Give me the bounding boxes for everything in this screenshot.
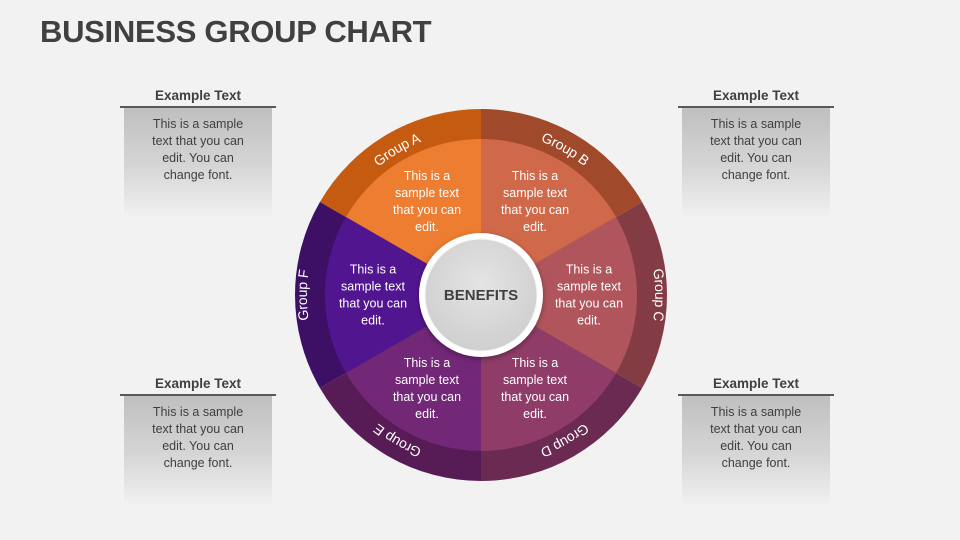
example-box-heading: Example Text [120,86,276,108]
group-a-text-line: edit. [415,220,439,234]
example-box-line: This is a sample [710,405,802,419]
group-c-text-line: edit. [577,314,601,328]
example-box-top-right: Example Text This is a sample text that … [678,86,834,216]
example-box-line: text that you can [710,134,802,148]
example-box-heading: Example Text [120,374,276,396]
group-b-text-line: sample text [503,186,567,200]
example-box-line: This is a sample [152,405,244,419]
example-box-line: edit. You can [162,439,234,453]
group-a-text-line: that you can [393,203,461,217]
example-box-heading: Example Text [678,374,834,396]
group-c-text-line: sample text [557,280,621,294]
group-a-text-line: This is a [404,169,451,183]
example-box-line: text that you can [152,134,244,148]
example-box-body: This is a sample text that you can edit.… [124,396,272,504]
group-f-text-line: This is a [350,263,397,277]
group-d-text-line: This is a [512,356,559,370]
example-box-body: This is a sample text that you can edit.… [682,108,830,216]
group-d-text-line: sample text [503,373,567,387]
group-d-text-line: that you can [501,390,569,404]
example-box-bottom-left: Example Text This is a sample text that … [120,374,276,504]
group-e-text-line: edit. [415,407,439,421]
hub-circle [424,238,538,352]
group-f-inner-segment [325,217,481,373]
group-a-text-line: sample text [395,186,459,200]
group-c-text-line: This is a [566,263,613,277]
group-c-label: Group C [650,268,668,323]
group-b-text-line: that you can [501,203,569,217]
group-f-text-line: edit. [361,314,385,328]
group-c-text-line: that you can [555,297,623,311]
example-box-line: text that you can [152,422,244,436]
example-box-line: change font. [721,456,791,470]
example-box-body: This is a sample text that you can edit.… [124,108,272,216]
example-box-line: edit. You can [720,151,792,165]
example-box-line: change font. [163,456,233,470]
group-f-text-line: that you can [339,297,407,311]
example-box-bottom-right: Example Text This is a sample text that … [678,374,834,504]
example-box-line: edit. You can [720,439,792,453]
example-box-line: edit. You can [162,151,234,165]
group-c-inner-segment [481,217,637,373]
group-e-text-line: This is a [404,356,451,370]
example-box-line: change font. [163,168,233,182]
example-box-line: change font. [721,168,791,182]
group-e-text-line: sample text [395,373,459,387]
example-box-top-left: Example Text This is a sample text that … [120,86,276,216]
group-d-text-line: edit. [523,407,547,421]
hub-label: BENEFITS [444,287,518,304]
example-box-line: This is a sample [710,117,802,131]
example-box-line: This is a sample [152,117,244,131]
group-b-text-line: This is a [512,169,559,183]
group-b-text-line: edit. [523,220,547,234]
example-box-line: text that you can [710,422,802,436]
group-f-label: Group F [294,268,312,321]
example-box-body: This is a sample text that you can edit.… [682,396,830,504]
group-e-text-line: that you can [393,390,461,404]
group-f-text-line: sample text [341,280,405,294]
example-box-heading: Example Text [678,86,834,108]
page-title: BUSINESS GROUP CHART [40,14,432,49]
